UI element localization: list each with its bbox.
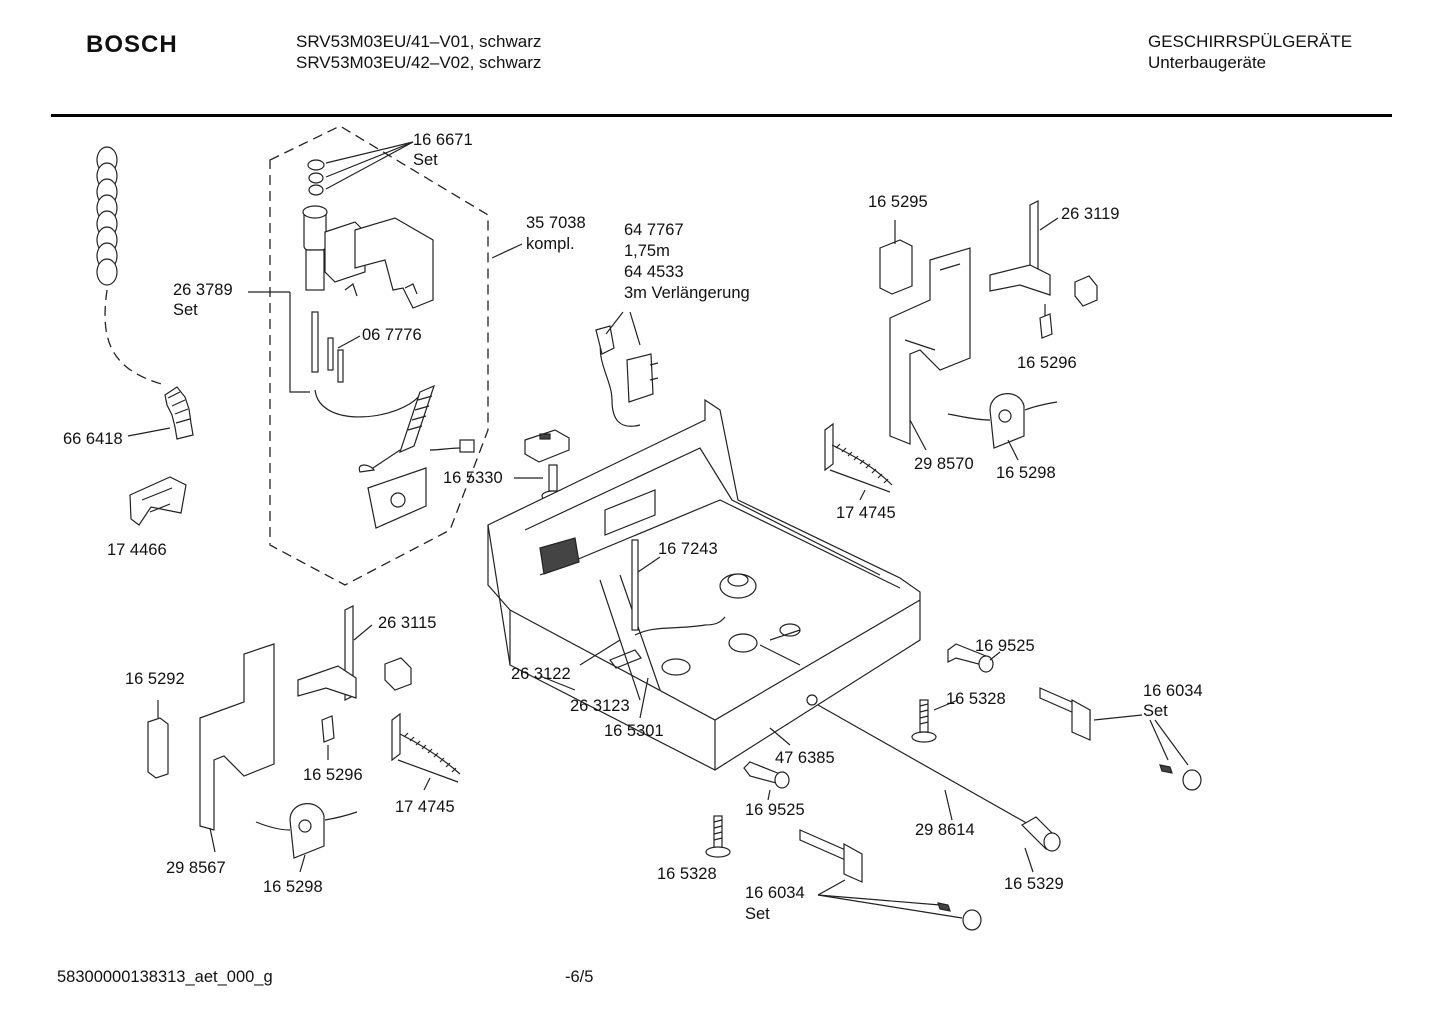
part-label: 26 3115	[378, 614, 437, 632]
part-label: 16 5295	[868, 193, 928, 211]
part-label: 16 5296	[303, 766, 363, 784]
part-label: 1,75m	[624, 242, 670, 260]
part-label: Set	[1143, 702, 1168, 720]
category-line-2: Unterbaugeräte	[1148, 53, 1267, 72]
part-label: Set	[173, 301, 198, 319]
part-label: 47 6385	[775, 749, 835, 767]
model-line-1: SRV53M03EU/41–V01, schwarz	[296, 32, 542, 51]
part-label: 16 9525	[745, 801, 805, 819]
part-label: Set	[745, 905, 770, 923]
leader-lines-valve	[325, 141, 523, 349]
right-lower-parts	[705, 643, 1202, 931]
part-label: 16 5298	[996, 464, 1056, 482]
part-label: 16 6671	[413, 131, 473, 149]
part-label: 17 4745	[836, 504, 896, 522]
part-label: 3m Verlängerung	[624, 284, 750, 302]
hinge-spring-top	[824, 422, 893, 501]
category-line-1: GESCHIRRSPÜLGERÄTE	[1148, 32, 1353, 51]
float-switch-part	[514, 429, 570, 502]
part-label: 16 7243	[658, 540, 718, 558]
part-label: 16 5328	[657, 865, 717, 883]
part-label: 35 7038	[526, 214, 586, 232]
brand-logo-text: BOSCH	[86, 31, 178, 58]
part-label: 16 5292	[125, 670, 185, 688]
assembly-outline	[269, 125, 489, 586]
part-label: 17 4745	[395, 798, 455, 816]
part-label: 16 5329	[1004, 875, 1064, 893]
right-upper-brackets	[879, 200, 1098, 461]
part-label: 16 5328	[946, 690, 1006, 708]
header-rule	[51, 114, 1392, 117]
part-label: 26 3123	[570, 697, 630, 715]
clip-bracket-part	[129, 476, 187, 526]
part-label: 16 6034	[745, 884, 805, 902]
part-label: 16 9525	[975, 637, 1035, 655]
page-number: -6/5	[565, 968, 594, 986]
part-label: kompl.	[526, 235, 575, 253]
hinge-spring-bottom	[391, 712, 461, 791]
part-label: 06 7776	[362, 326, 422, 344]
model-numbers: SRV53M03EU/41–V01, schwarz SRV53M03EU/42…	[296, 31, 541, 73]
part-label: 16 5298	[263, 878, 323, 896]
document-id: 58300000138313_aet_000_g	[57, 968, 273, 986]
part-label: 29 8570	[914, 455, 974, 473]
part-label: 64 4533	[624, 263, 684, 281]
part-label: 17 4466	[107, 541, 167, 559]
part-label: 16 5296	[1017, 354, 1077, 372]
model-line-2: SRV53M03EU/42–V02, schwarz	[296, 53, 542, 72]
part-label: 26 3119	[1061, 205, 1120, 223]
part-label: 16 5330	[443, 469, 503, 487]
part-label: 16 6034	[1143, 682, 1203, 700]
appliance-category: GESCHIRRSPÜLGERÄTE Unterbaugeräte	[1148, 31, 1352, 73]
part-label: 26 3122	[511, 665, 571, 683]
part-label: 29 8567	[166, 859, 226, 877]
inlet-valve-assembly	[248, 159, 475, 529]
part-label: 29 8614	[915, 821, 975, 839]
part-label: 26 3789	[173, 281, 233, 299]
drain-hose-part	[96, 146, 194, 440]
part-label: 64 7767	[624, 221, 684, 239]
part-label: 66 6418	[63, 430, 123, 448]
mains-cable-part	[595, 311, 659, 427]
base-tub-part	[487, 398, 921, 771]
part-label: 16 5301	[604, 722, 664, 740]
left-lower-brackets	[147, 605, 412, 873]
leader-lines-tub	[539, 556, 791, 746]
part-label: Set	[413, 151, 438, 169]
